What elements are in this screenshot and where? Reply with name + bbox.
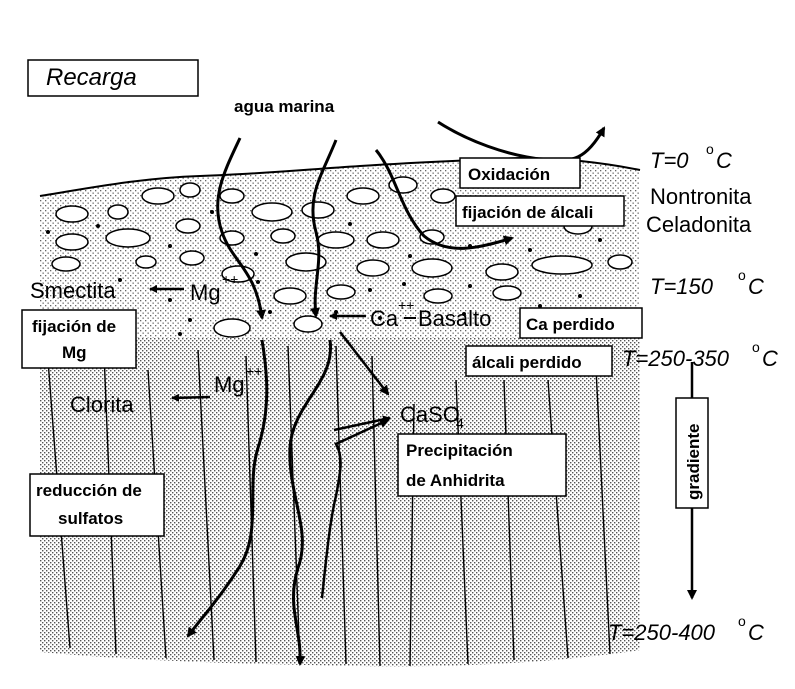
svg-text:o: o: [752, 339, 760, 355]
svg-text:T=250-400: T=250-400: [608, 620, 716, 645]
temp-0: T=0 o C: [650, 141, 732, 173]
svg-text:C: C: [716, 148, 732, 173]
mg-charge-2: ++: [246, 363, 262, 379]
oxidacion-box: Oxidación: [460, 158, 580, 188]
celadonita-label: Celadonita: [646, 212, 752, 237]
ca-perdido-box: Ca perdido: [520, 308, 642, 338]
svg-text:Recarga: Recarga: [46, 64, 137, 91]
svg-text:fijación de: fijación de: [32, 317, 116, 336]
basalto-label: Basalto: [418, 306, 491, 331]
svg-text:C: C: [762, 346, 778, 371]
svg-text:gradiente: gradiente: [684, 423, 703, 500]
gradiente-box: gradiente: [676, 398, 708, 508]
ca-label: Ca: [370, 306, 399, 331]
fijacion-mg-box: fijación de Mg: [22, 310, 136, 368]
svg-text:T=150: T=150: [650, 274, 714, 299]
mg-label-1: Mg: [190, 280, 221, 305]
svg-text:o: o: [738, 613, 746, 629]
agua-marina-label: agua marina: [234, 97, 335, 116]
temp-150: T=150 o C: [650, 267, 764, 299]
svg-text:o: o: [706, 141, 714, 157]
nontronita-label: Nontronita: [650, 184, 752, 209]
caso4-label: CaSO: [400, 402, 460, 427]
precipitacion-box: Precipitación de Anhidrita: [398, 434, 566, 496]
alcali-perdido-box: álcali perdido: [466, 346, 612, 376]
svg-text:Precipitación: Precipitación: [406, 441, 513, 460]
svg-text:C: C: [748, 620, 764, 645]
svg-text:T=0: T=0: [650, 148, 689, 173]
smectita-label: Smectita: [30, 278, 116, 303]
mg-charge-1: ++: [222, 271, 238, 287]
svg-text:álcali perdido: álcali perdido: [472, 353, 582, 372]
svg-text:de Anhidrita: de Anhidrita: [406, 471, 505, 490]
svg-text:Ca perdido: Ca perdido: [526, 315, 615, 334]
fijacion-alcali-box: fijación de álcali: [456, 196, 624, 226]
clorita-label: Clorita: [70, 392, 134, 417]
svg-text:Oxidación: Oxidación: [468, 165, 550, 184]
svg-text:Mg: Mg: [62, 343, 87, 362]
caso4-subscript: 4: [456, 415, 464, 431]
mg-label-2: Mg: [214, 372, 245, 397]
svg-text:sulfatos: sulfatos: [58, 509, 123, 528]
svg-text:C: C: [748, 274, 764, 299]
svg-text:fijación de álcali: fijación de álcali: [462, 203, 593, 222]
svg-text:reducción de: reducción de: [36, 481, 142, 500]
reduccion-box: reducción de sulfatos: [30, 474, 164, 536]
svg-text:o: o: [738, 267, 746, 283]
ca-charge: ++: [398, 297, 414, 313]
temp-250-350: T=250-350 o C: [622, 339, 778, 371]
recarga-box: Recarga: [28, 60, 198, 96]
svg-text:T=250-350: T=250-350: [622, 346, 730, 371]
